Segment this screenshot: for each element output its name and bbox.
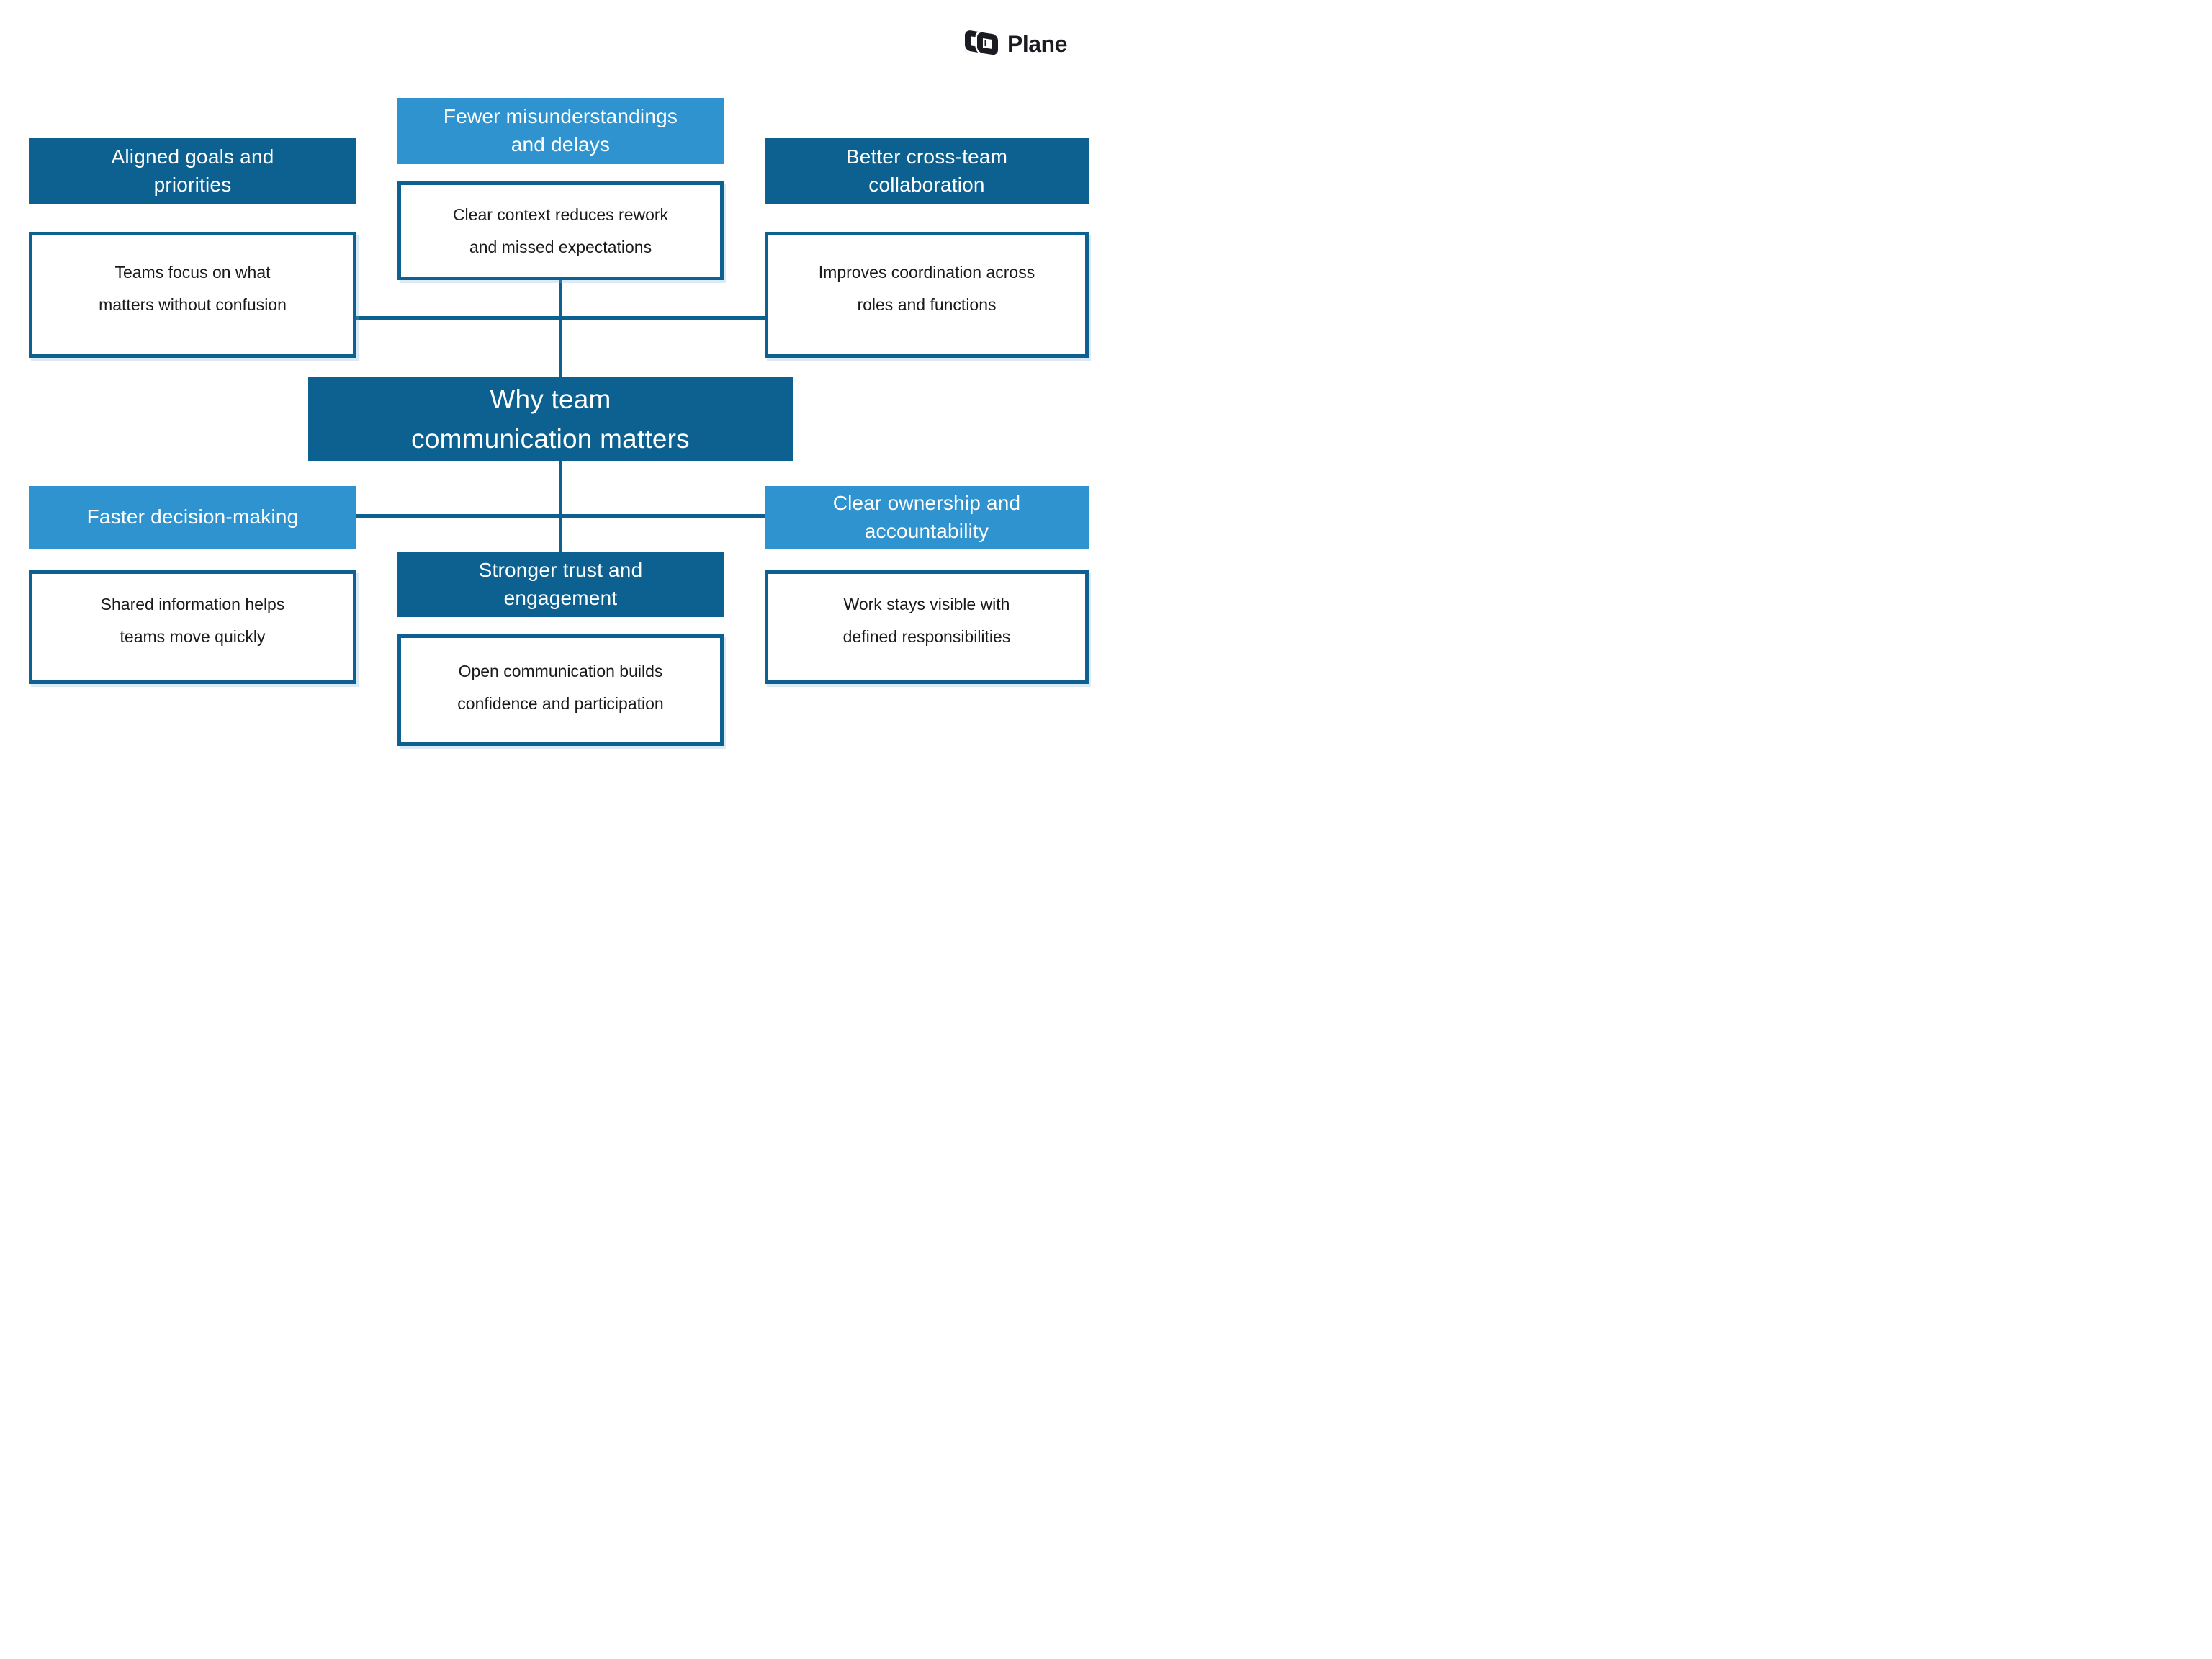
branch-header-stronger-trust: Stronger trust and engagement	[397, 552, 724, 617]
branch-header-faster-decision-making: Faster decision-making	[29, 486, 356, 549]
branch-detail-aligned-goals: Teams focus on what matters without conf…	[29, 232, 356, 358]
branch-detail-better-cross-team-collaboration: Improves coordination across roles and f…	[765, 232, 1089, 358]
branch-header-aligned-goals: Aligned goals and priorities	[29, 138, 356, 204]
branch-detail-stronger-trust: Open communication builds confidence and…	[397, 634, 724, 746]
plane-logo-mark-icon	[965, 30, 1000, 57]
branch-detail-clear-ownership: Work stays visible with defined responsi…	[765, 570, 1089, 684]
branch-detail-fewer-misunderstandings: Clear context reduces rework and missed …	[397, 181, 724, 280]
branch-header-fewer-misunderstandings: Fewer misunderstandings and delays	[397, 98, 724, 164]
plane-logo-text: Plane	[1007, 30, 1067, 57]
connector-bottom-vertical	[559, 461, 562, 552]
branch-header-clear-ownership: Clear ownership and accountability	[765, 486, 1089, 549]
center-node-why-team-communication-matters: Why team communication matters	[308, 377, 793, 461]
branch-header-better-cross-team-collaboration: Better cross-team collaboration	[765, 138, 1089, 204]
team-communication-diagram: Aligned goals and priorities Teams focus…	[0, 0, 1106, 830]
plane-logo: Plane	[963, 29, 1067, 59]
branch-detail-faster-decision-making: Shared information helps teams move quic…	[29, 570, 356, 684]
connector-top-vertical	[559, 280, 562, 377]
connector-bottom-horizontal	[356, 514, 765, 518]
